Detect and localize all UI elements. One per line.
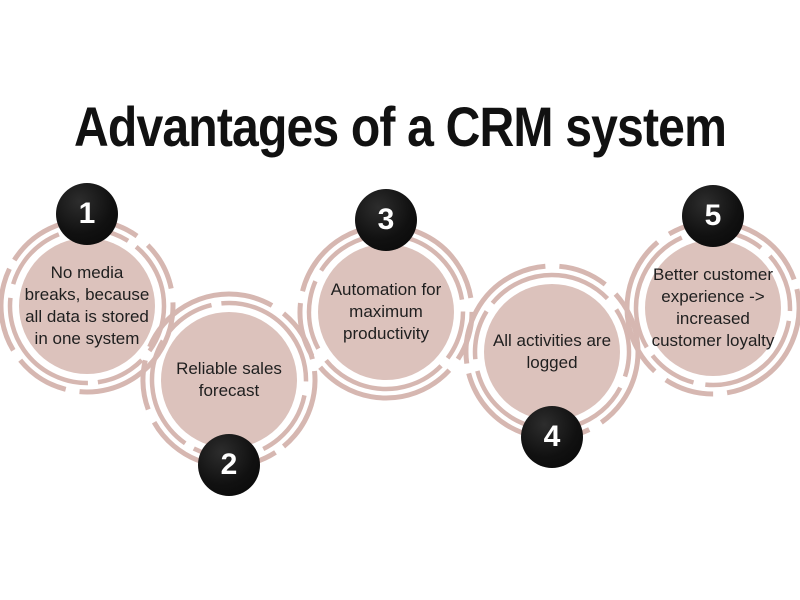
step-number: 5 <box>704 199 722 232</box>
advantage-text: Reliable sales forecast <box>176 358 282 400</box>
advantage-text: No media breaks, because all data is sto… <box>24 262 150 349</box>
step-number: 4 <box>543 420 561 453</box>
advantage-text: Better customer experience -> increased … <box>651 264 775 351</box>
decorative-rings-icon <box>624 219 800 397</box>
decorative-rings-icon <box>140 291 318 469</box>
advantage-item-1: No media breaks, because all data is sto… <box>0 183 187 406</box>
advantage-item-3: Automation for maximum productivity 3 <box>286 189 486 412</box>
step-number-badge: 4 <box>521 406 583 468</box>
decorative-rings-icon <box>463 263 641 441</box>
advantage-text: Automation for maximum productivity <box>330 279 442 344</box>
step-number-badge: 2 <box>198 434 260 496</box>
decorative-rings-icon <box>297 223 475 401</box>
page-title: Advantages of a CRM system <box>73 94 727 158</box>
step-number: 2 <box>220 448 238 481</box>
step-number-badge: 5 <box>682 185 744 247</box>
step-number: 3 <box>377 203 395 236</box>
advantage-item-4: All activities are logged 4 <box>452 252 652 468</box>
step-number-badge: 1 <box>56 183 118 245</box>
advantage-item-5: Better customer experience -> increased … <box>613 185 800 408</box>
step-number-badge: 3 <box>355 189 417 251</box>
advantage-item-2: Reliable sales forecast 2 <box>129 280 329 496</box>
step-number: 1 <box>78 197 96 230</box>
advantage-text: All activities are logged <box>492 330 612 372</box>
